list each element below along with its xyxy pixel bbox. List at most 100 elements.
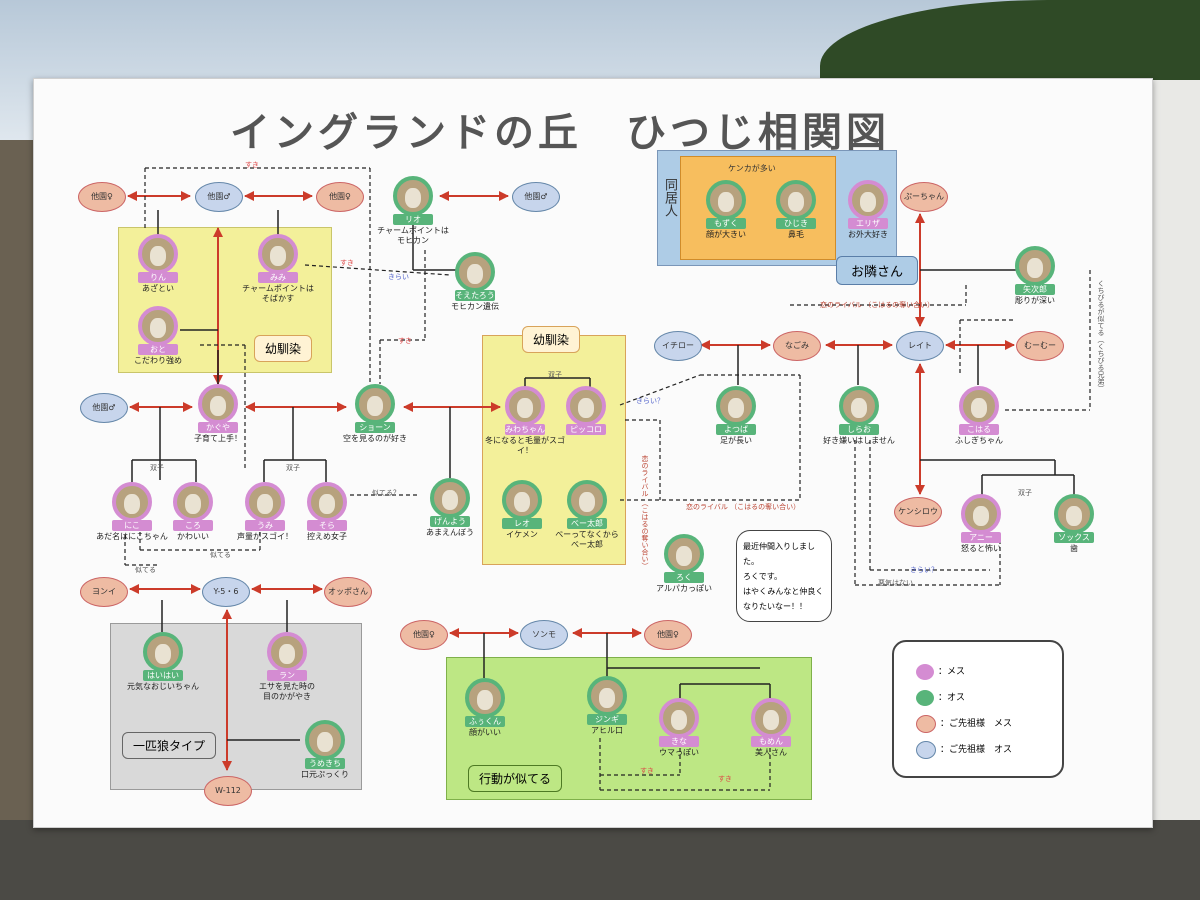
board-title: イングランドの丘 ひつじ相関図 <box>230 100 980 152</box>
sheep-photo <box>505 386 545 426</box>
sheep-face-icon <box>257 494 273 514</box>
ancestor-a16: 他園♀ <box>400 620 448 650</box>
sheep-roku: ろくアルパカっぽい <box>639 534 729 618</box>
sheep-photo <box>659 698 699 738</box>
label-suki-5: すき <box>718 774 732 784</box>
sheep-photo <box>143 632 183 672</box>
sheep-name: ラン <box>267 670 307 681</box>
sheep-description: モヒカン遺伝 <box>430 302 520 312</box>
sheep-name: みわちゃん <box>505 424 545 435</box>
sheep-name: べー太郎 <box>567 518 607 529</box>
sheep-face-icon <box>210 396 226 416</box>
sheep-photo <box>198 384 238 424</box>
sheep-ran: ランエサを見た時の 目のかがやき <box>242 632 332 716</box>
sheep-name: 矢次郎 <box>1015 284 1055 295</box>
sheep-haihai: はいはい元気なおじいちゃん <box>118 632 208 716</box>
sheep-name: そえたろう <box>455 290 495 301</box>
sheep-name: もめん <box>751 736 791 747</box>
sheep-description: 美人さん <box>726 748 816 758</box>
group-label-ippiki: 一匹狼タイプ <box>122 732 216 759</box>
sheep-socks: ソックス歯 <box>1029 494 1119 578</box>
sheep-face-icon <box>851 398 867 418</box>
sheep-face-icon <box>973 506 989 526</box>
sheep-face-icon <box>517 398 533 418</box>
ancestor-a14: オッポさん <box>324 577 372 607</box>
label-nitemasu-3: 似てる？ <box>372 488 400 498</box>
label-futago-2: 双子 <box>286 463 300 473</box>
label-rival-1: 恋のライバル （こはるの奪い合い） <box>820 300 934 310</box>
label-rival-3: 恋のライバル （こはるの奪い合い） <box>686 502 800 512</box>
sheep-name: にこ <box>112 520 152 531</box>
sheep-photo <box>245 482 285 522</box>
sheep-name: こはる <box>959 424 999 435</box>
sheep-face-icon <box>599 688 615 708</box>
label-suki-1: すき <box>245 160 259 170</box>
label-nitemasu-1: 似てる <box>210 550 231 560</box>
sheep-description: こだわり強め <box>113 356 203 366</box>
sheep-photo <box>848 180 888 220</box>
label-suki-2: すき <box>340 258 354 268</box>
sheep-description: 好き嫌いはしません <box>814 436 904 446</box>
sheep-name: りん <box>138 272 178 283</box>
sheep-face-icon <box>718 192 734 212</box>
legend: ：メス ：オス ：ご先祖様 メス ：ご先祖様 オス <box>892 640 1064 778</box>
sheep-description: あざとい <box>113 284 203 294</box>
sheep-koharu: こはるふしぎちゃん <box>934 386 1024 470</box>
ancestor-a11: ケンシロウ <box>894 497 942 527</box>
sheep-photo <box>258 234 298 274</box>
sheep-photo <box>305 720 345 760</box>
sheep-photo <box>567 480 607 520</box>
sheep-description: チャームポイントは そばかす <box>233 284 323 304</box>
sheep-mimi: みみチャームポイントは そばかす <box>233 234 323 318</box>
sheep-description: 歯 <box>1029 544 1119 554</box>
sheep-photo <box>566 386 606 426</box>
sheep-description: アルパカっぽい <box>639 584 729 594</box>
legend-dot-ancestor-female <box>916 715 936 733</box>
sheep-description: 口元ぷっくり <box>280 770 370 780</box>
sheep-kaguya: かぐや子育て上手！ <box>173 384 263 468</box>
sheep-sora: そら控えめ女子 <box>282 482 372 566</box>
label-kirai-2: きらい？ <box>636 396 664 406</box>
sheep-name: ろく <box>664 572 704 583</box>
sheep-name: うめきち <box>305 758 345 769</box>
sheep-name: かぐや <box>198 422 238 433</box>
sheep-photo <box>961 494 1001 534</box>
sheep-name: そら <box>307 520 347 531</box>
sheep-description: 控えめ女子 <box>282 532 372 542</box>
ground <box>0 820 1200 900</box>
group-label-kenka: ケンカが多い <box>728 163 776 174</box>
legend-row-ancestor-male: ：ご先祖様 オス <box>916 740 1012 760</box>
sheep-soetaro: そえたろうモヒカン遺伝 <box>430 252 520 336</box>
sheep-photo <box>839 386 879 426</box>
sheep-face-icon <box>279 644 295 664</box>
sheep-shon: ショーン空を見るのが好き <box>330 384 420 468</box>
sheep-photo <box>430 478 470 518</box>
sheep-face-icon <box>477 690 493 710</box>
sheep-photo <box>587 676 627 716</box>
sheep-face-icon <box>728 398 744 418</box>
sheep-name: ソックス <box>1054 532 1094 543</box>
label-kuchibiru: くちびるが似てる（くちびる兄弟） <box>1096 280 1106 392</box>
legend-label-ancestor-male: ：ご先祖様 オス <box>940 745 1012 755</box>
sheep-photo <box>502 480 542 520</box>
sheep-description: べーってなくから べー太郎 <box>542 530 632 550</box>
sheep-face-icon <box>763 710 779 730</box>
sheep-face-icon <box>788 192 804 212</box>
sheep-eliza: エリザお外大好き <box>823 180 913 264</box>
label-kirai-1: きらい <box>388 272 409 282</box>
sheep-description: 怒ると怖い <box>936 544 1026 554</box>
sheep-betaro: べー太郎べーってなくから べー太郎 <box>542 480 632 564</box>
speech-bubble-roku: 最近仲間入りしました。 ろくです。 はやくみんなと仲良く なりたいなー！！ <box>736 530 832 622</box>
sheep-face-icon <box>1027 258 1043 278</box>
label-futago-1: 双子 <box>150 463 164 473</box>
legend-label-ancestor-female: ：ご先祖様 メス <box>940 719 1012 729</box>
sheep-description: ウマっぽい <box>634 748 724 758</box>
sheep-oto: おとこだわり強め <box>113 306 203 390</box>
sheep-description: 空を見るのが好き <box>330 434 420 444</box>
right-post <box>1150 80 1200 825</box>
sheep-face-icon <box>579 492 595 512</box>
sheep-name: よつば <box>716 424 756 435</box>
sheep-face-icon <box>860 192 876 212</box>
sheep-pikkoro: ピッコロ <box>541 386 631 470</box>
sheep-photo <box>664 534 704 574</box>
